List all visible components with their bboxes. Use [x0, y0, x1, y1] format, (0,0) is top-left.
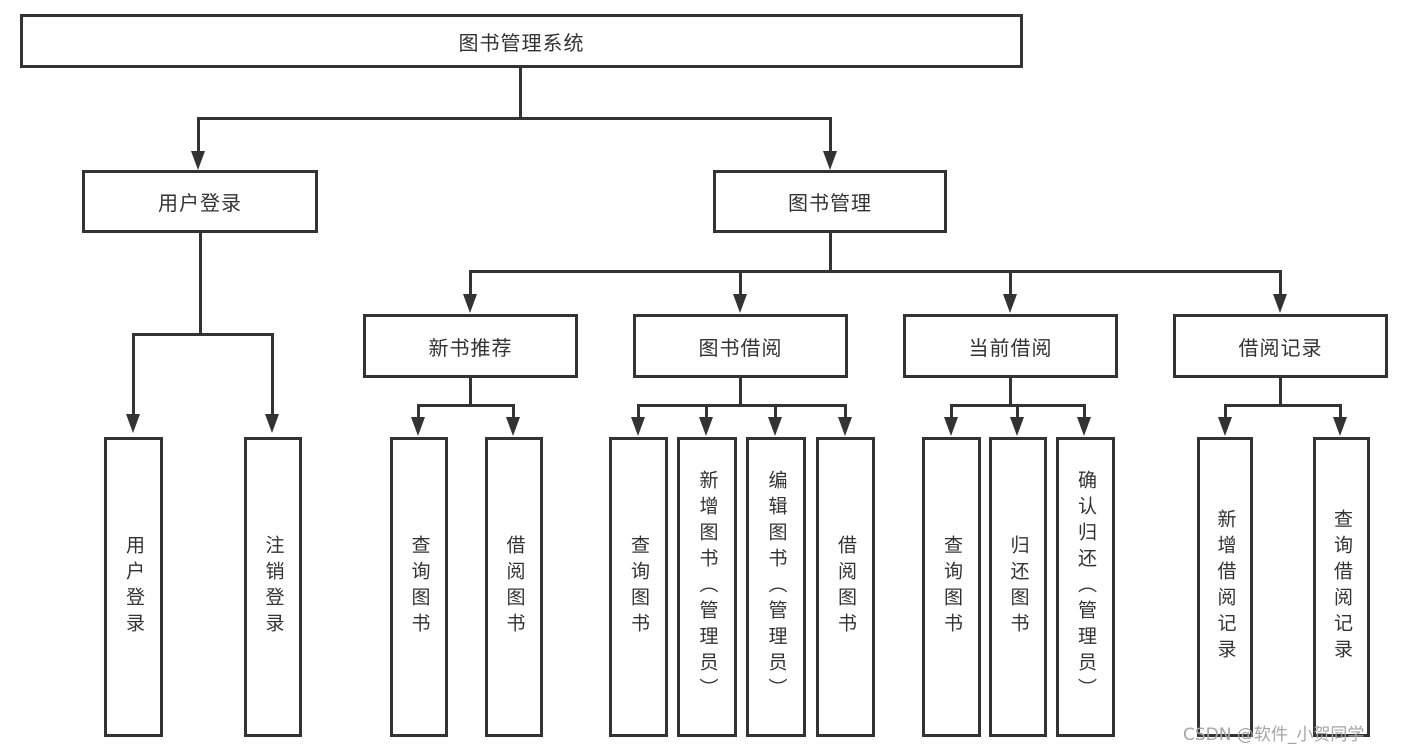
leaf-borrow-books-2: 借阅图书 [816, 437, 875, 737]
leaf-add-books-admin: 新增图书（管理员） [677, 437, 737, 737]
connector-line [774, 404, 777, 420]
connector-line [418, 404, 515, 407]
connector-line [469, 270, 472, 296]
leaf-add-books-admin-label: 新增图书（管理员） [696, 470, 719, 704]
arrow-down-icon [768, 417, 782, 436]
leaf-query-books-2: 查询图书 [609, 437, 668, 737]
connector-line [844, 404, 847, 420]
arrow-down-icon [944, 417, 958, 436]
node-new-book-recommend-label: 新书推荐 [428, 335, 513, 360]
leaf-logout-label: 注销登录 [262, 535, 285, 639]
connector-line [1279, 378, 1282, 407]
connector-line [197, 117, 200, 155]
connector-line [519, 68, 522, 118]
leaf-borrow-books-1-label: 借阅图书 [503, 535, 526, 639]
leaf-logout: 注销登录 [244, 437, 302, 737]
leaf-return-books: 归还图书 [989, 437, 1047, 737]
arrow-down-icon [411, 417, 425, 436]
connector-line [705, 404, 708, 420]
leaf-query-books-3-label: 查询图书 [941, 535, 963, 639]
node-book-management: 图书管理 [713, 170, 947, 233]
connector-line [1224, 404, 1342, 407]
arrow-down-icon [733, 294, 747, 313]
connector-line [1083, 404, 1086, 420]
leaf-borrow-books-2-label: 借阅图书 [835, 535, 857, 639]
connector-line [199, 233, 202, 336]
leaf-query-books-1-label: 查询图书 [408, 535, 431, 639]
arrow-down-icon [699, 417, 713, 436]
leaf-user-login: 用户登录 [104, 437, 163, 737]
arrow-down-icon [506, 417, 520, 436]
node-user-login-label: 用户登录 [158, 191, 242, 215]
connector-line [469, 378, 472, 407]
arrow-down-icon [823, 151, 837, 170]
leaf-edit-books-admin-label: 编辑图书（管理员） [765, 470, 788, 704]
connector-line [950, 404, 953, 420]
node-root: 图书管理系统 [20, 14, 1023, 68]
arrow-down-icon [191, 151, 205, 170]
connector-line [1009, 378, 1012, 407]
connector-line [637, 404, 847, 407]
arrow-down-icon [1273, 294, 1287, 313]
leaf-edit-books-admin: 编辑图书（管理员） [746, 437, 806, 737]
connector-line [132, 333, 135, 417]
arrow-down-icon [1333, 417, 1347, 436]
connector-line [1279, 270, 1282, 296]
node-current-borrow: 当前借阅 [903, 314, 1118, 378]
connector-line [829, 233, 832, 273]
node-book-borrow: 图书借阅 [633, 314, 848, 378]
connector-line [637, 404, 640, 420]
arrow-down-icon [463, 294, 477, 313]
leaf-query-books-1: 查询图书 [390, 437, 448, 737]
leaf-return-books-label: 归还图书 [1007, 535, 1030, 639]
node-new-book-recommend: 新书推荐 [363, 314, 578, 378]
node-user-login: 用户登录 [82, 170, 318, 233]
leaf-user-login-label: 用户登录 [123, 535, 145, 639]
node-borrow-records-label: 借阅记录 [1238, 335, 1323, 360]
arrow-down-icon [1010, 417, 1024, 436]
connector-line [417, 404, 420, 420]
arrow-down-icon [1077, 417, 1091, 436]
connector-line [739, 270, 742, 296]
connector-line [739, 378, 742, 407]
leaf-query-books-2-label: 查询图书 [628, 535, 650, 639]
connector-line [1016, 404, 1019, 420]
leaf-confirm-return-admin-label: 确认归还（管理员） [1075, 470, 1097, 704]
node-book-borrow-label: 图书借阅 [698, 335, 783, 360]
arrow-down-icon [265, 414, 279, 433]
leaf-borrow-books-1: 借阅图书 [485, 437, 543, 737]
connector-line [132, 333, 274, 336]
arrow-down-icon [838, 417, 852, 436]
arrow-down-icon [1218, 417, 1232, 436]
connector-line [271, 333, 274, 417]
node-book-management-label: 图书管理 [788, 191, 872, 215]
connector-line [512, 404, 515, 420]
arrow-down-icon [126, 414, 140, 433]
leaf-query-borrow-record: 查询借阅记录 [1313, 437, 1370, 737]
leaf-query-borrow-record-label: 查询借阅记录 [1331, 509, 1353, 665]
node-current-borrow-label: 当前借阅 [968, 335, 1053, 360]
leaf-query-books-3: 查询图书 [922, 437, 981, 737]
leaf-confirm-return-admin: 确认归还（管理员） [1056, 437, 1115, 737]
arrow-down-icon [1003, 294, 1017, 313]
connector-line [829, 117, 832, 155]
connector-line [1009, 270, 1012, 296]
arrow-down-icon [631, 417, 645, 436]
node-borrow-records: 借阅记录 [1173, 314, 1388, 378]
csdn-watermark: CSDN @软件_小贺同学 [1183, 725, 1365, 745]
leaf-add-borrow-record-label: 新增借阅记录 [1214, 509, 1237, 665]
leaf-add-borrow-record: 新增借阅记录 [1197, 437, 1253, 737]
connector-line [1224, 404, 1227, 420]
connector-line [197, 117, 832, 120]
node-root-label: 图书管理系统 [458, 30, 585, 55]
connector-line [1339, 404, 1342, 420]
connector-line [469, 270, 1282, 273]
